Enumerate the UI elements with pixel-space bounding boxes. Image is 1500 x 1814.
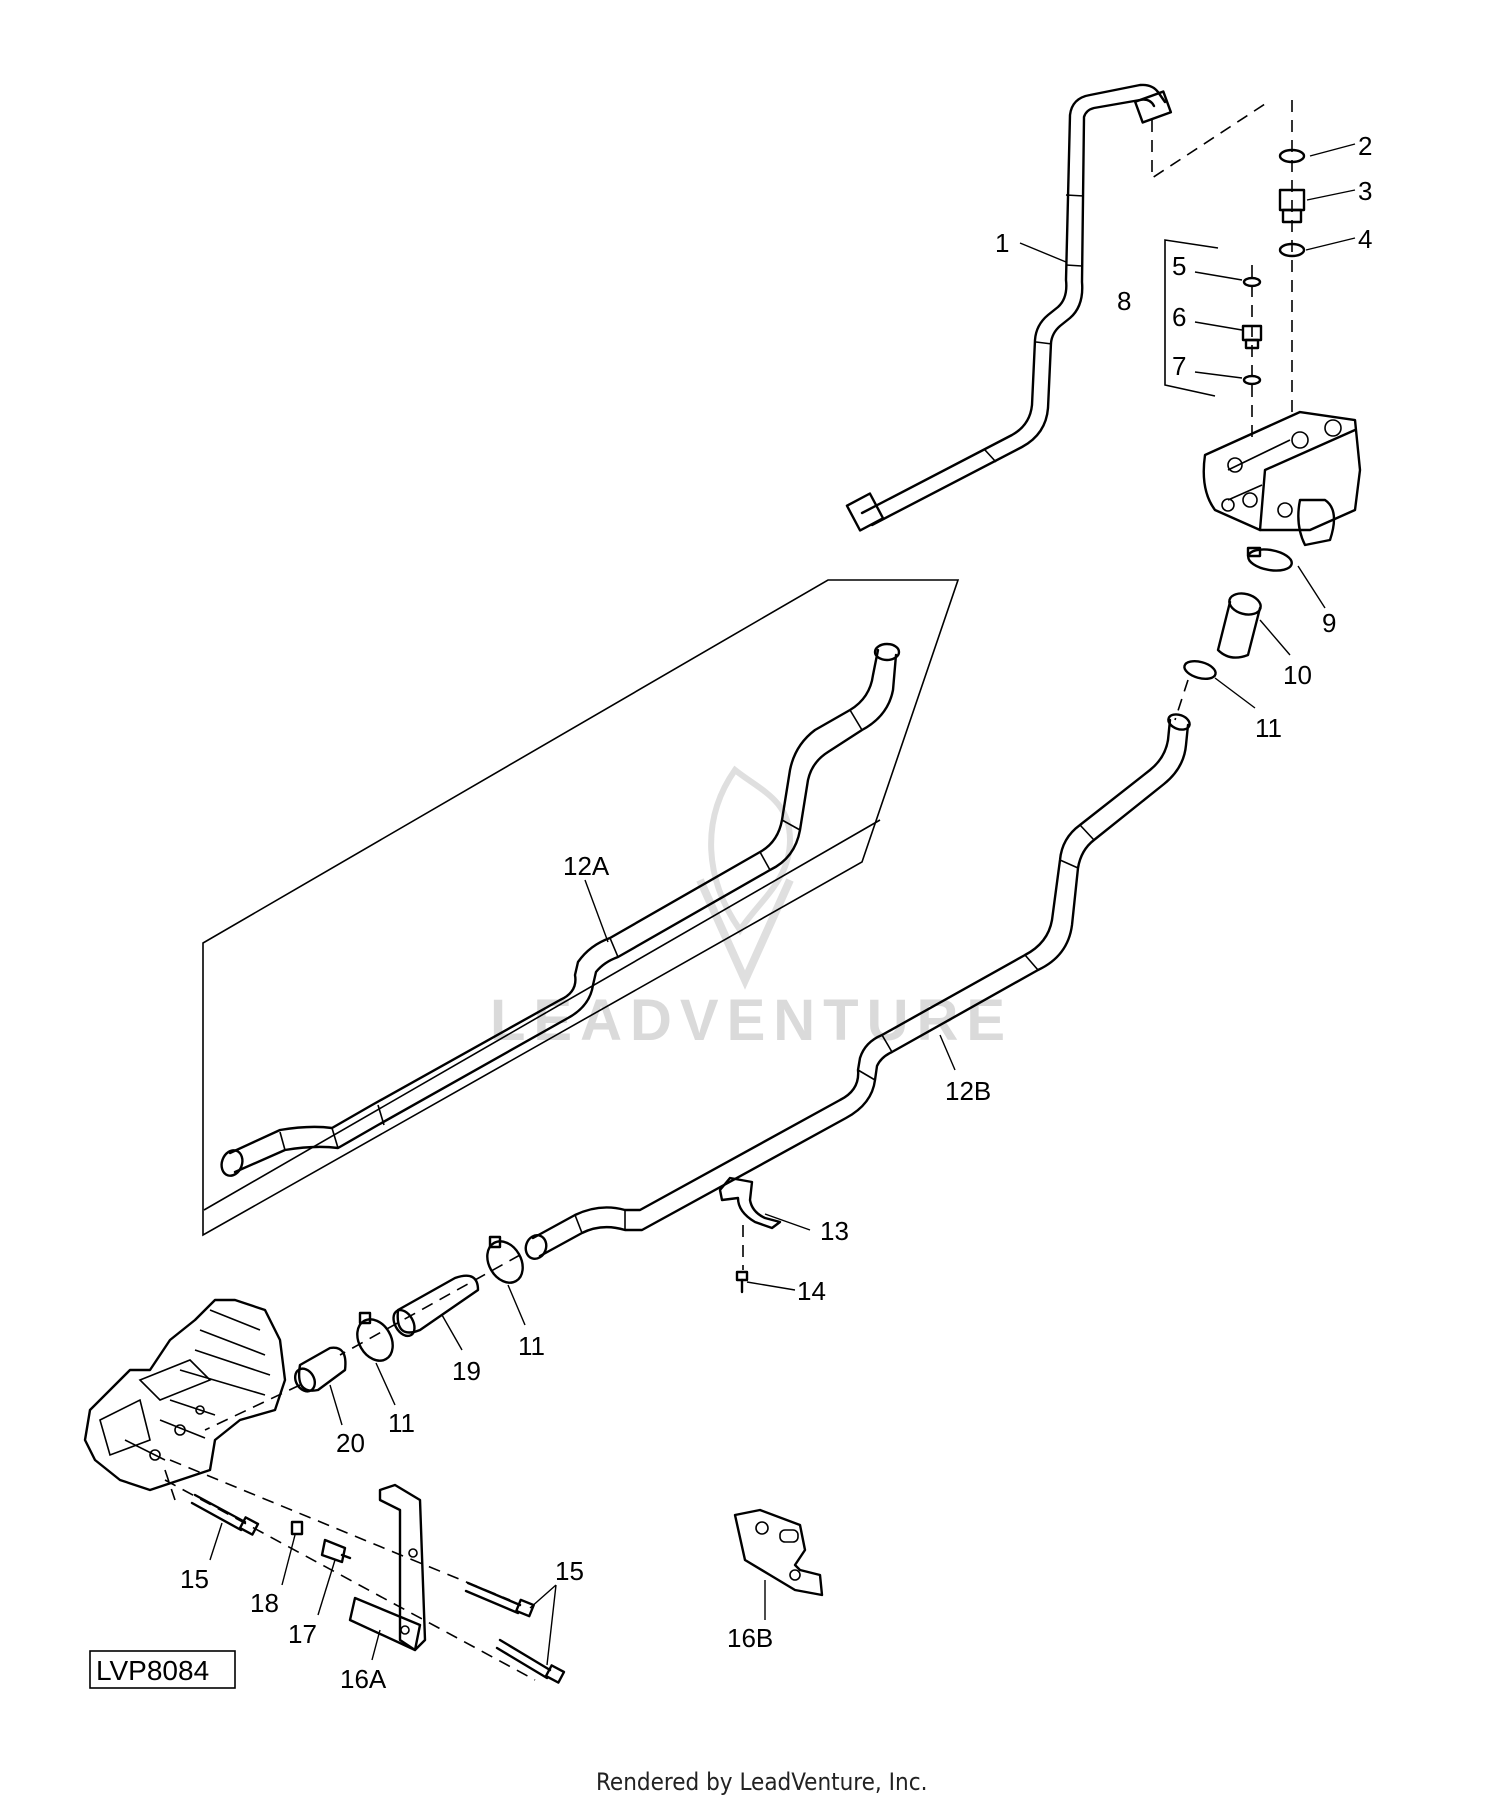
leader-lines [209,143,1356,1666]
bolt-15-right-upper [464,1581,535,1618]
callout-9: 9 [1322,608,1336,638]
tube-1 [845,83,1173,532]
tube-12b [524,713,1191,1260]
nut-18 [290,1520,304,1536]
callout-15-right: 15 [555,1556,584,1586]
callout-2: 2 [1358,131,1372,161]
hose-clamp-11-upper [1183,660,1217,680]
callout-13: 13 [820,1216,849,1246]
callout-labels: 1 2 3 4 5 6 7 8 9 10 11 12A 12B 13 14 11… [180,131,1372,1694]
o-ring-7 [1242,374,1262,386]
fitting-3 [1278,188,1306,224]
hose-10 [1216,592,1262,659]
tube-12a-frame [202,579,960,1237]
callout-16b: 16B [727,1623,773,1653]
callout-3: 3 [1358,176,1372,206]
callout-16a: 16A [340,1664,387,1694]
o-ring-5 [1242,276,1262,288]
fitting-6 [1241,324,1263,350]
transmission-housing [83,1298,287,1492]
hose-19 [392,1274,480,1338]
callout-18: 18 [250,1588,279,1618]
fitting-17 [320,1538,352,1564]
o-ring-2 [1278,148,1306,164]
pump-body [1202,410,1362,547]
hose-clamp-11-lower [356,1311,394,1362]
callout-17: 17 [288,1619,317,1649]
watermark-text: LEADVENTURE [490,988,1013,1053]
bolt-15-right-lower [495,1638,566,1684]
bracket-16b [733,1508,824,1597]
callout-14: 14 [797,1276,826,1306]
callout-20: 20 [336,1428,365,1458]
callout-7: 7 [1172,351,1186,381]
bolt-14 [735,1270,749,1294]
o-ring-4 [1278,242,1306,258]
callout-5: 5 [1172,251,1186,281]
callout-11-upper: 11 [1255,713,1282,743]
hose-clamp-9 [1246,546,1293,572]
bracket-16a [348,1483,427,1652]
callout-15-left: 15 [180,1564,209,1594]
callout-19: 19 [452,1356,481,1386]
callout-8: 8 [1117,286,1131,316]
watermark-logo-icon [708,765,794,936]
bracket-13 [718,1176,782,1230]
tube-12a [203,642,901,1211]
callout-11-lower: 11 [388,1408,415,1438]
callout-10: 10 [1283,660,1312,690]
bolt-15-left [190,1493,260,1536]
hose-clamp-11-mid [486,1235,524,1284]
fitting-20 [293,1346,347,1393]
callout-12a: 12A [563,851,610,881]
footer-text: Rendered by LeadVenture, Inc. [596,1768,927,1796]
diagram-code-box: LVP8084 [89,1650,236,1689]
callout-11-mid: 11 [518,1331,545,1361]
diagram-code: LVP8084 [96,1655,209,1686]
callout-4: 4 [1358,224,1372,254]
callout-1: 1 [995,228,1009,258]
callout-6: 6 [1172,302,1186,332]
callout-12b: 12B [945,1076,991,1106]
watermark: LEADVENTURE [490,765,1013,1053]
